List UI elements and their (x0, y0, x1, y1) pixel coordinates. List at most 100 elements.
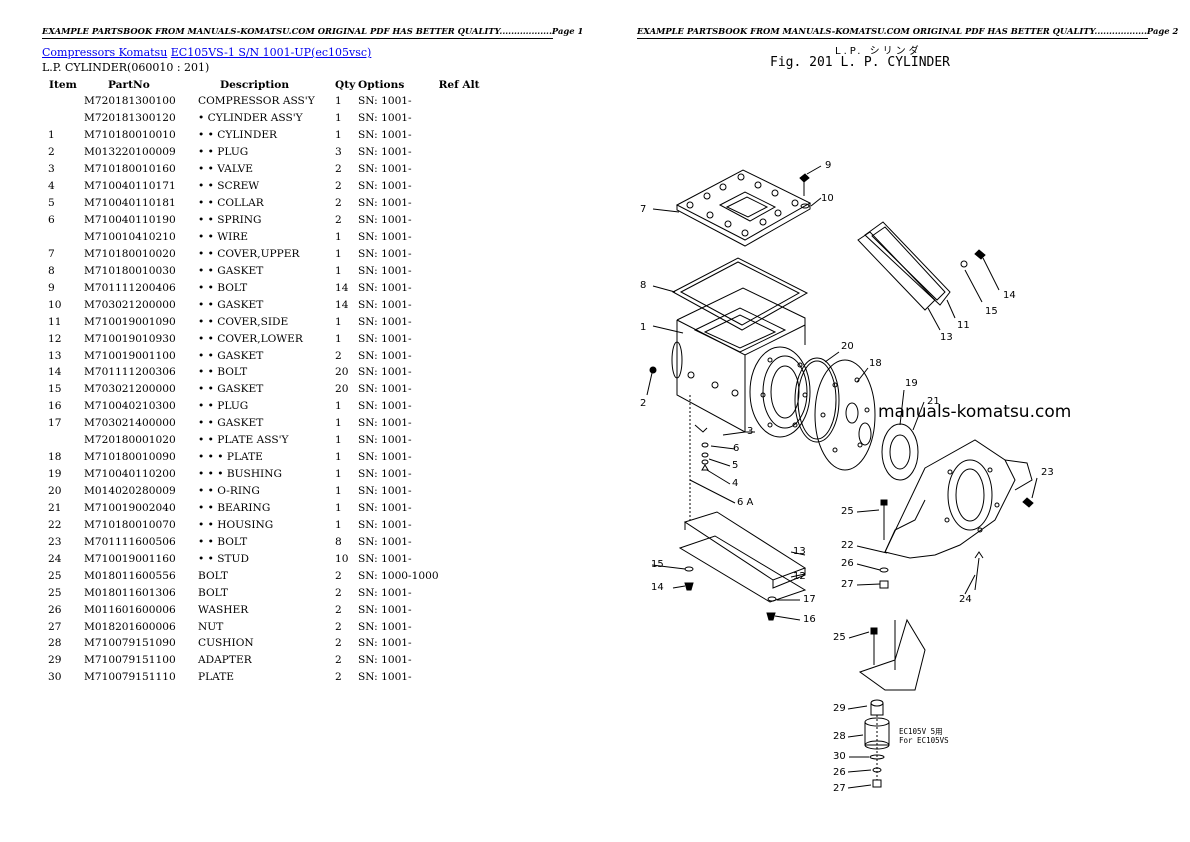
cell-description: • • GASKET (198, 383, 264, 396)
cell-description: BOLT (198, 586, 228, 599)
cell-item: 29 (48, 654, 62, 667)
cell-qty: 1 (335, 332, 342, 345)
cell-description: NUT (198, 620, 224, 633)
cell-description: ADAPTER (198, 654, 252, 667)
cell-options: SN: 1001- (358, 180, 412, 193)
cell-refalt (439, 110, 499, 127)
cell-item: 30 (48, 671, 62, 684)
watermark: manuals-komatsu.com (878, 402, 1072, 422)
cell-description: BOLT (198, 569, 228, 582)
cell-partno: M710019001160 (84, 552, 176, 565)
callout-number: 12 (793, 571, 806, 582)
cell-options: SN: 1001- (358, 95, 412, 108)
cell-qty: 1 (335, 485, 342, 498)
cell-item: 15 (48, 383, 62, 396)
cell-qty: 1 (335, 501, 342, 514)
cell-qty: 2 (335, 603, 342, 616)
cell-refalt (439, 93, 499, 110)
cell-qty: 3 (335, 146, 342, 159)
callout-number: 26 (833, 767, 846, 778)
cell-description: PLATE (198, 671, 235, 684)
callout-number: 27 (841, 579, 854, 590)
cell-options: SN: 1001- (358, 620, 412, 633)
cell-partno: M701111200306 (84, 366, 176, 379)
callout-number: 23 (1041, 467, 1054, 478)
cell-partno: M014020280009 (84, 485, 176, 498)
cell-description: • • SCREW (198, 180, 260, 193)
cell-item: 21 (48, 501, 62, 514)
cell-partno: M720180001020 (84, 434, 176, 447)
cell-qty: 2 (335, 349, 342, 362)
cell-item: 1 (48, 129, 55, 142)
cell-options: SN: 1001- (358, 315, 412, 328)
cell-refalt (439, 313, 499, 330)
cylinder-body-drawing (671, 287, 811, 438)
cell-qty: 1 (335, 518, 342, 531)
cell-partno: M703021200000 (84, 298, 176, 311)
callout-number: 26 (841, 558, 854, 569)
cell-item: 5 (48, 197, 55, 210)
cell-description: • • COLLAR (198, 197, 264, 210)
cell-refalt (439, 296, 499, 313)
plate-18-drawing (814, 359, 876, 471)
cell-options: SN: 1001- (358, 434, 412, 447)
callout-number: 15 (985, 306, 998, 317)
cell-item: 4 (48, 180, 55, 193)
cell-item: 6 (48, 214, 55, 227)
cell-options: SN: 1001- (358, 247, 412, 260)
figure-title: Fig. 201 L. P. CYLINDER (770, 55, 951, 70)
cell-options: SN: 1001- (358, 298, 412, 311)
cell-partno: M720181300120 (84, 112, 176, 125)
callout-number: 29 (833, 703, 846, 714)
cell-description: • • COVER,LOWER (198, 332, 303, 345)
cell-item (42, 110, 84, 127)
cell-description: COMPRESSOR ASS'Y (198, 95, 315, 108)
callout-number: 17 (803, 594, 816, 605)
breadcrumb-link-compressors[interactable]: Compressors Komatsu (42, 46, 168, 59)
cell-item: 25 (48, 586, 62, 599)
callout-number: 2 (640, 398, 647, 409)
cell-refalt (439, 635, 499, 652)
cell-refalt (439, 601, 499, 618)
cell-description: • • SPRING (198, 214, 262, 227)
cell-refalt (439, 127, 499, 144)
cell-item: 20 (48, 485, 62, 498)
callout-number: 25 (841, 506, 854, 517)
cell-refalt (439, 279, 499, 296)
cell-refalt (439, 652, 499, 669)
cell-partno: M710019001090 (84, 315, 176, 328)
cell-options: SN: 1001- (358, 197, 412, 210)
side-cover-11-drawing (864, 221, 951, 306)
callout-number: 28 (833, 731, 846, 742)
callout-number: 1 (640, 322, 647, 333)
cell-item (42, 93, 84, 110)
col-qty: Qty (335, 79, 356, 91)
breadcrumb-link-model[interactable]: EC105VS-1 S/N 1001-UP(ec105vsc) (170, 46, 372, 59)
cell-qty: 14 (335, 298, 349, 311)
cell-description: • • CYLINDER (198, 129, 278, 142)
gasket-13-drawing (857, 231, 936, 311)
cell-partno: M710079151090 (84, 637, 176, 650)
cell-description: • • BOLT (198, 535, 248, 548)
cell-description: • • HOUSING (198, 518, 274, 531)
callout-number: 21 (927, 396, 940, 407)
page-title: L.P. CYLINDER(060010 : 201) (42, 61, 210, 74)
cell-options: SN: 1001- (358, 400, 412, 413)
figure-jp-label: L.P. シリンダ (835, 46, 922, 57)
cell-options: SN: 1001- (358, 163, 412, 176)
cell-options: SN: 1001- (358, 417, 412, 430)
cell-partno: M018011601306 (84, 586, 176, 599)
cell-options: SN: 1001- (358, 603, 412, 616)
col-item: Item (49, 79, 77, 91)
